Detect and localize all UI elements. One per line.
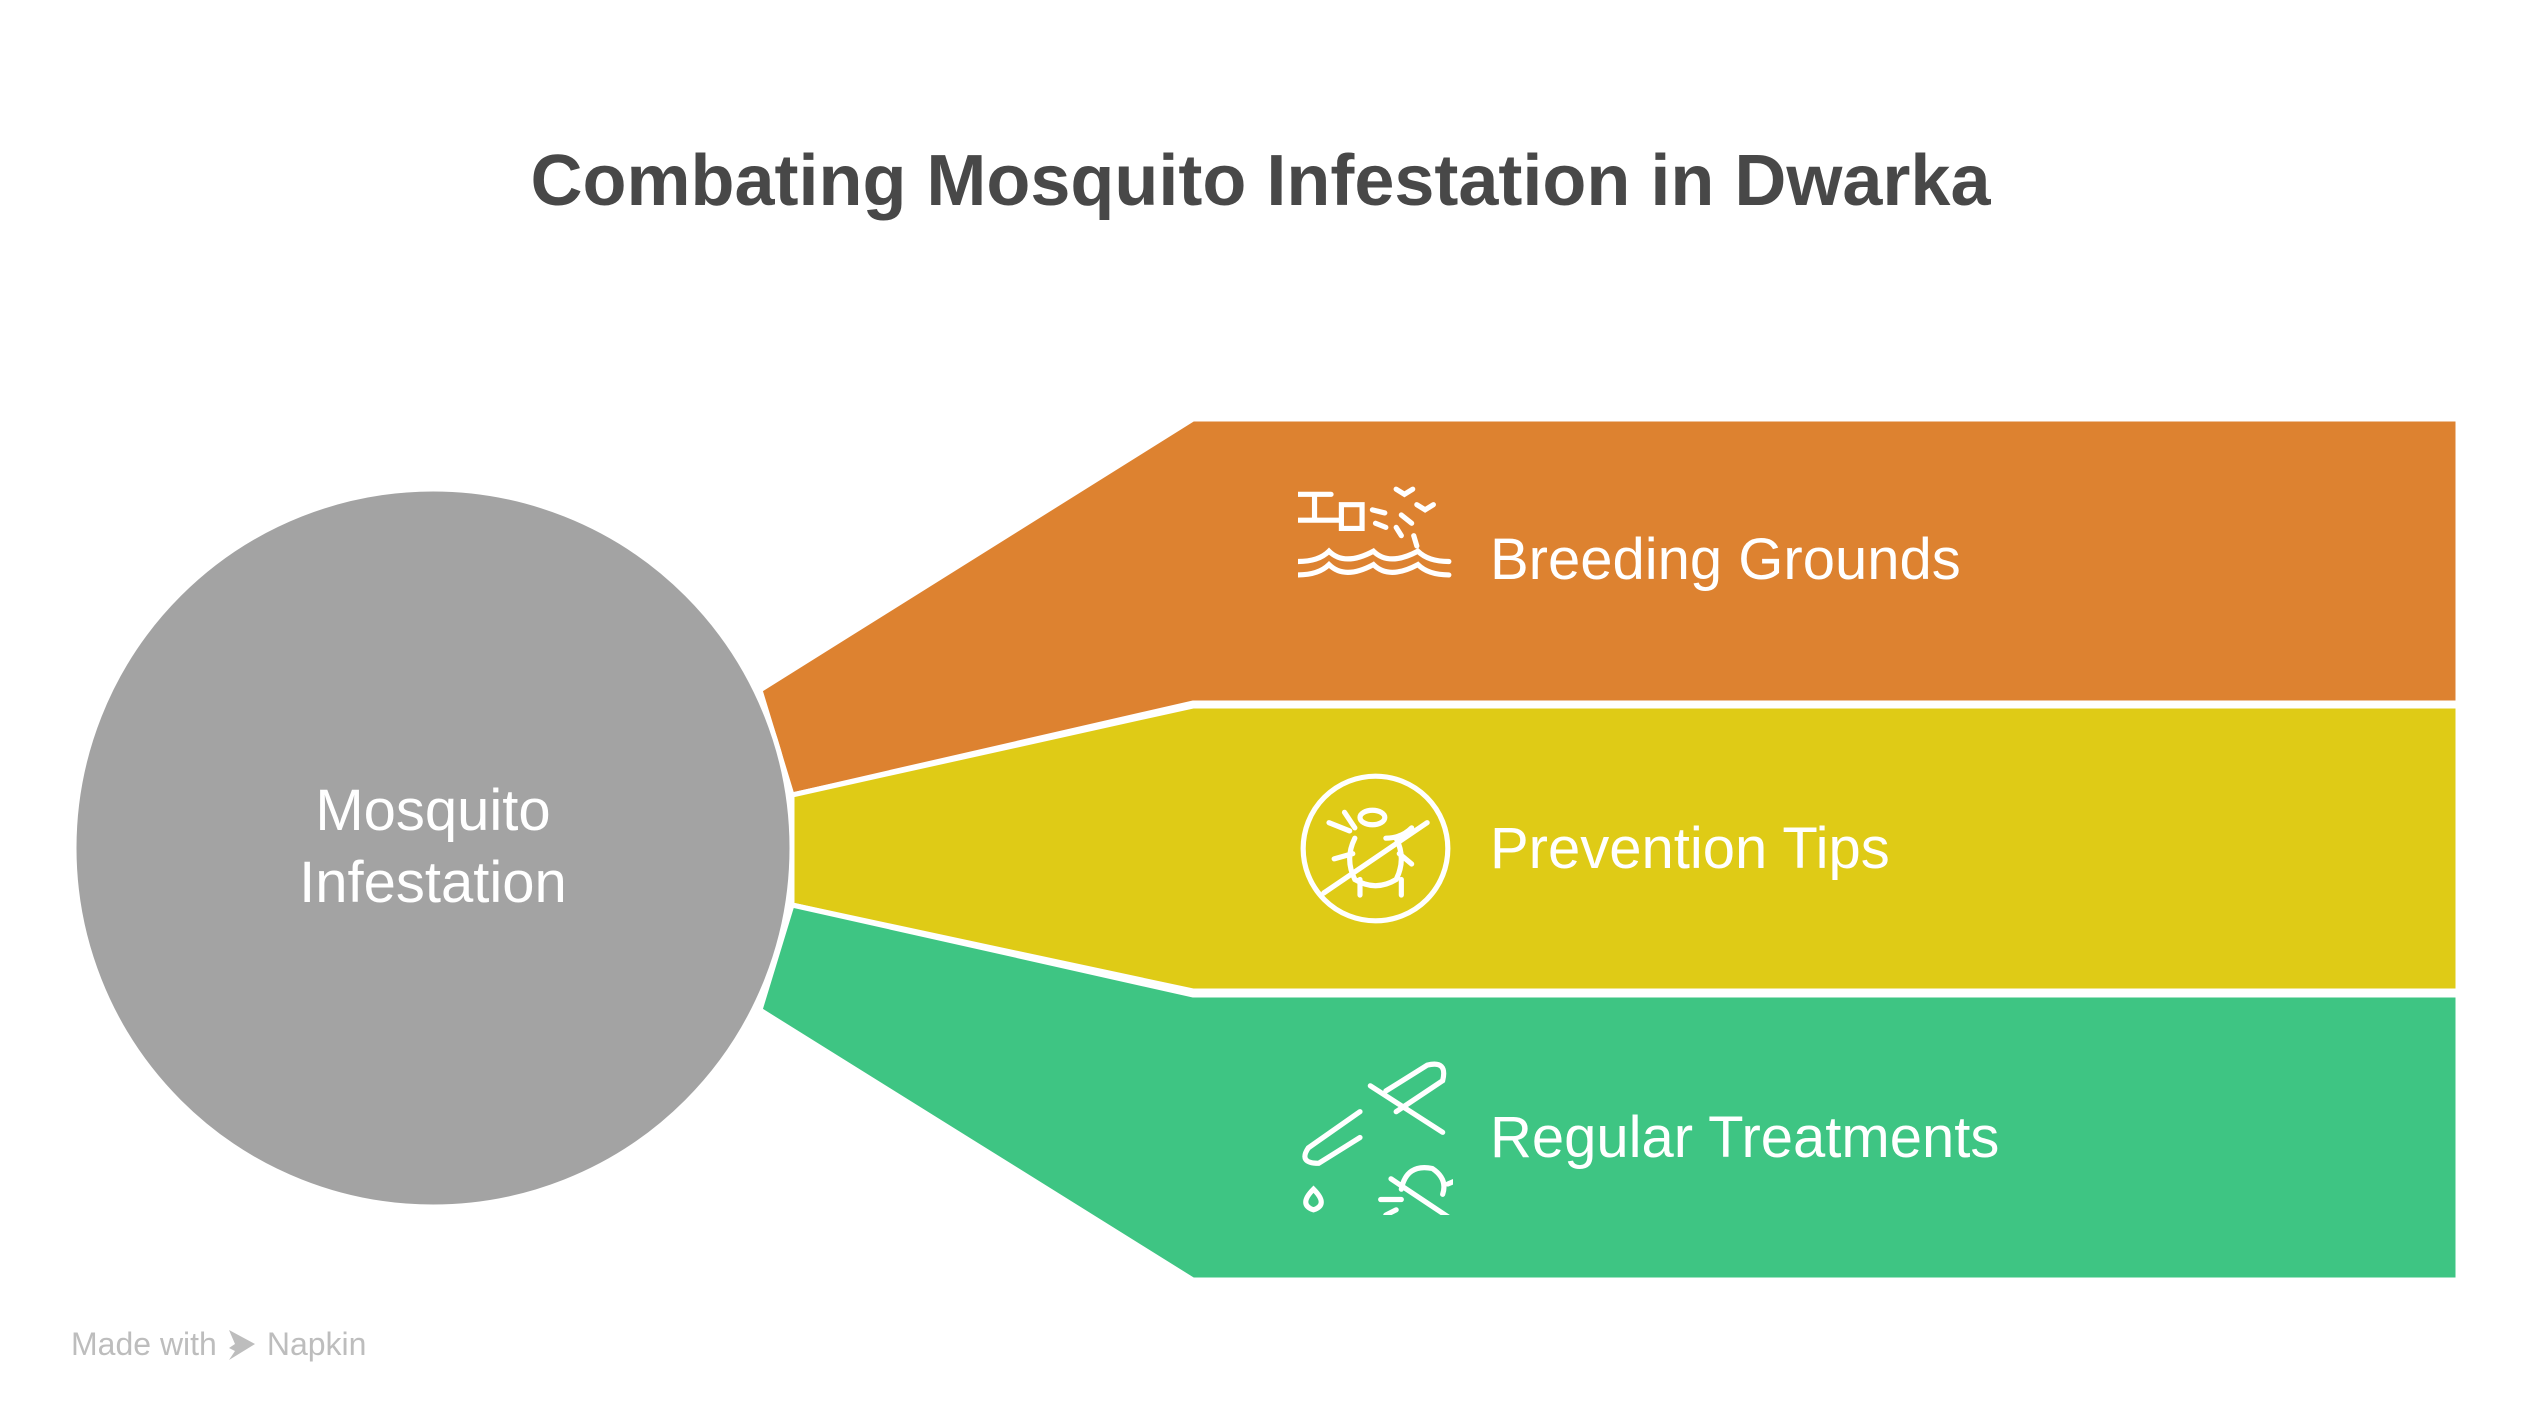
napkin-logo-icon	[228, 1329, 255, 1360]
footer-brand: Napkin	[266, 1326, 367, 1362]
footer-made-with: Made with	[71, 1326, 217, 1362]
center-circle	[71, 486, 795, 1210]
center-label: Mosquito Infestation	[73, 775, 793, 919]
made-with-napkin-footer: Made with Napkin	[71, 1326, 366, 1363]
branch-label-prevention-tips: Prevention Tips	[1490, 816, 1890, 881]
branch-label-regular-treatments: Regular Treatments	[1490, 1105, 2000, 1170]
dropper-bug-icon	[1302, 1061, 1453, 1215]
branch-label-breeding-grounds: Breeding Grounds	[1490, 527, 1961, 592]
center-label-line2: Infestation	[299, 850, 567, 915]
center-label-line1: Mosquito	[315, 778, 551, 843]
diagram-title: Combating Mosquito Infestation in Dwarka	[530, 141, 1991, 221]
no-bug-icon	[1300, 773, 1451, 924]
faucet-water-icon	[1298, 486, 1452, 578]
branch-band-regular-treatments	[757, 902, 2461, 1283]
